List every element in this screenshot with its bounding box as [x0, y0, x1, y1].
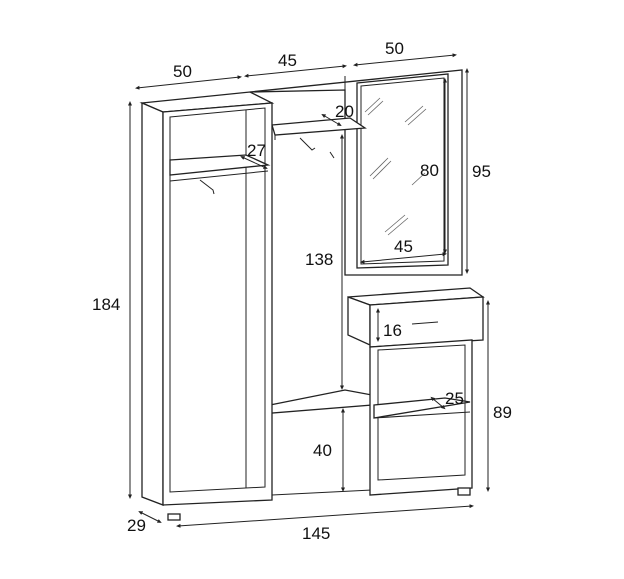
- left-cabinet: [139, 91, 275, 521]
- mirror-panel: [249, 69, 463, 276]
- mirror-height-label: 80: [420, 161, 439, 180]
- mirror-panel-height-label: 95: [472, 162, 491, 181]
- left-shelf-depth-label: 27: [247, 141, 266, 160]
- right-width-label: 50: [385, 39, 404, 58]
- hat-shelf-depth-label: 20: [335, 102, 354, 121]
- depth-label: 29: [127, 516, 146, 535]
- right-cabinet: [347, 287, 485, 496]
- drawer-handle: [411, 321, 439, 325]
- drawer-height-label: 16: [383, 321, 402, 340]
- hook-icon: [329, 151, 335, 159]
- total-width-label: 145: [302, 524, 331, 543]
- hanging-height-label: 138: [305, 250, 334, 269]
- right-cabinet-height-label: 89: [493, 403, 512, 422]
- hook-icon: [299, 137, 316, 151]
- mirror-glare: [364, 97, 427, 236]
- hook-icon: [199, 179, 215, 195]
- bottom-compartment-height-label: 40: [313, 441, 332, 460]
- mirror-width-label: 45: [394, 237, 413, 256]
- total-height-label: 184: [92, 295, 121, 314]
- right-shelf-depth-label: 25: [445, 389, 464, 408]
- middle-width-label: 45: [278, 51, 297, 70]
- left-width-label: 50: [173, 62, 192, 81]
- dimension-lines: [128, 53, 490, 528]
